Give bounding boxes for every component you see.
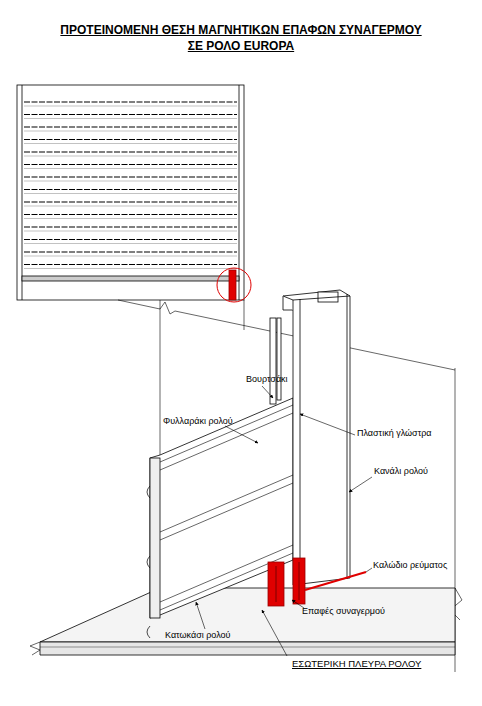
shutter-slats [147, 398, 293, 638]
part-label: Επαφές συναγερμού [302, 606, 385, 616]
part-label: Καλώδιο ρεύματος [373, 560, 447, 570]
projection-lines [30, 300, 462, 672]
roller-channel [283, 290, 350, 585]
shutter-elevation [17, 85, 251, 302]
drawing-title: ΠΡΟΤΕΙΝΟΜΕΝΗ ΘΕΣΗ ΜΑΓΝΗΤΙΚΩΝ ΕΠΑΦΩΝ ΣΥΝΑ… [57, 22, 425, 54]
part-label: Φυλλαράκι ρολού [163, 416, 233, 426]
alarm-contacts [268, 558, 305, 606]
part-label: Πλαστική γλώστρα [357, 428, 432, 438]
power-cable [305, 572, 366, 590]
part-label: Κατωκάσι ρολού [165, 630, 230, 640]
part-label: Βουρτσάκι [246, 374, 288, 384]
part-label: Κανάλι ρολού [374, 466, 428, 476]
part-label: ΕΣΩΤΕΡΙΚΗ ΠΛΕΥΡΑ ΡΟΛΟΥ [292, 659, 421, 670]
title-block: ΠΡΟΤΕΙΝΟΜΕΝΗ ΘΕΣΗ ΜΑΓΝΗΤΙΚΩΝ ΕΠΑΦΩΝ ΣΥΝΑ… [0, 22, 482, 54]
sill-slab [40, 588, 455, 655]
brush-strip [270, 318, 281, 404]
